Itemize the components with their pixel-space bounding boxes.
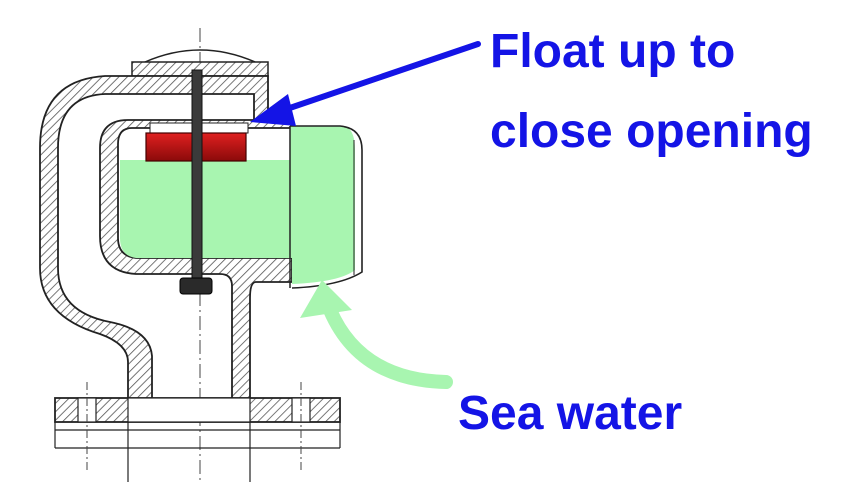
float-label-line1: Float up to [490,25,736,78]
sea-water-label: Sea water [458,387,683,440]
outer-housing [39,75,291,401]
float-pointer-arrow [250,41,481,126]
guide-rod [191,69,203,283]
bottom-flange [54,382,341,482]
top-cover [131,49,269,77]
sea-water-flow-arrow [300,280,453,389]
rod-nut [179,277,213,295]
sea-water-region [120,126,355,284]
float-label-line2: close opening [490,105,813,158]
